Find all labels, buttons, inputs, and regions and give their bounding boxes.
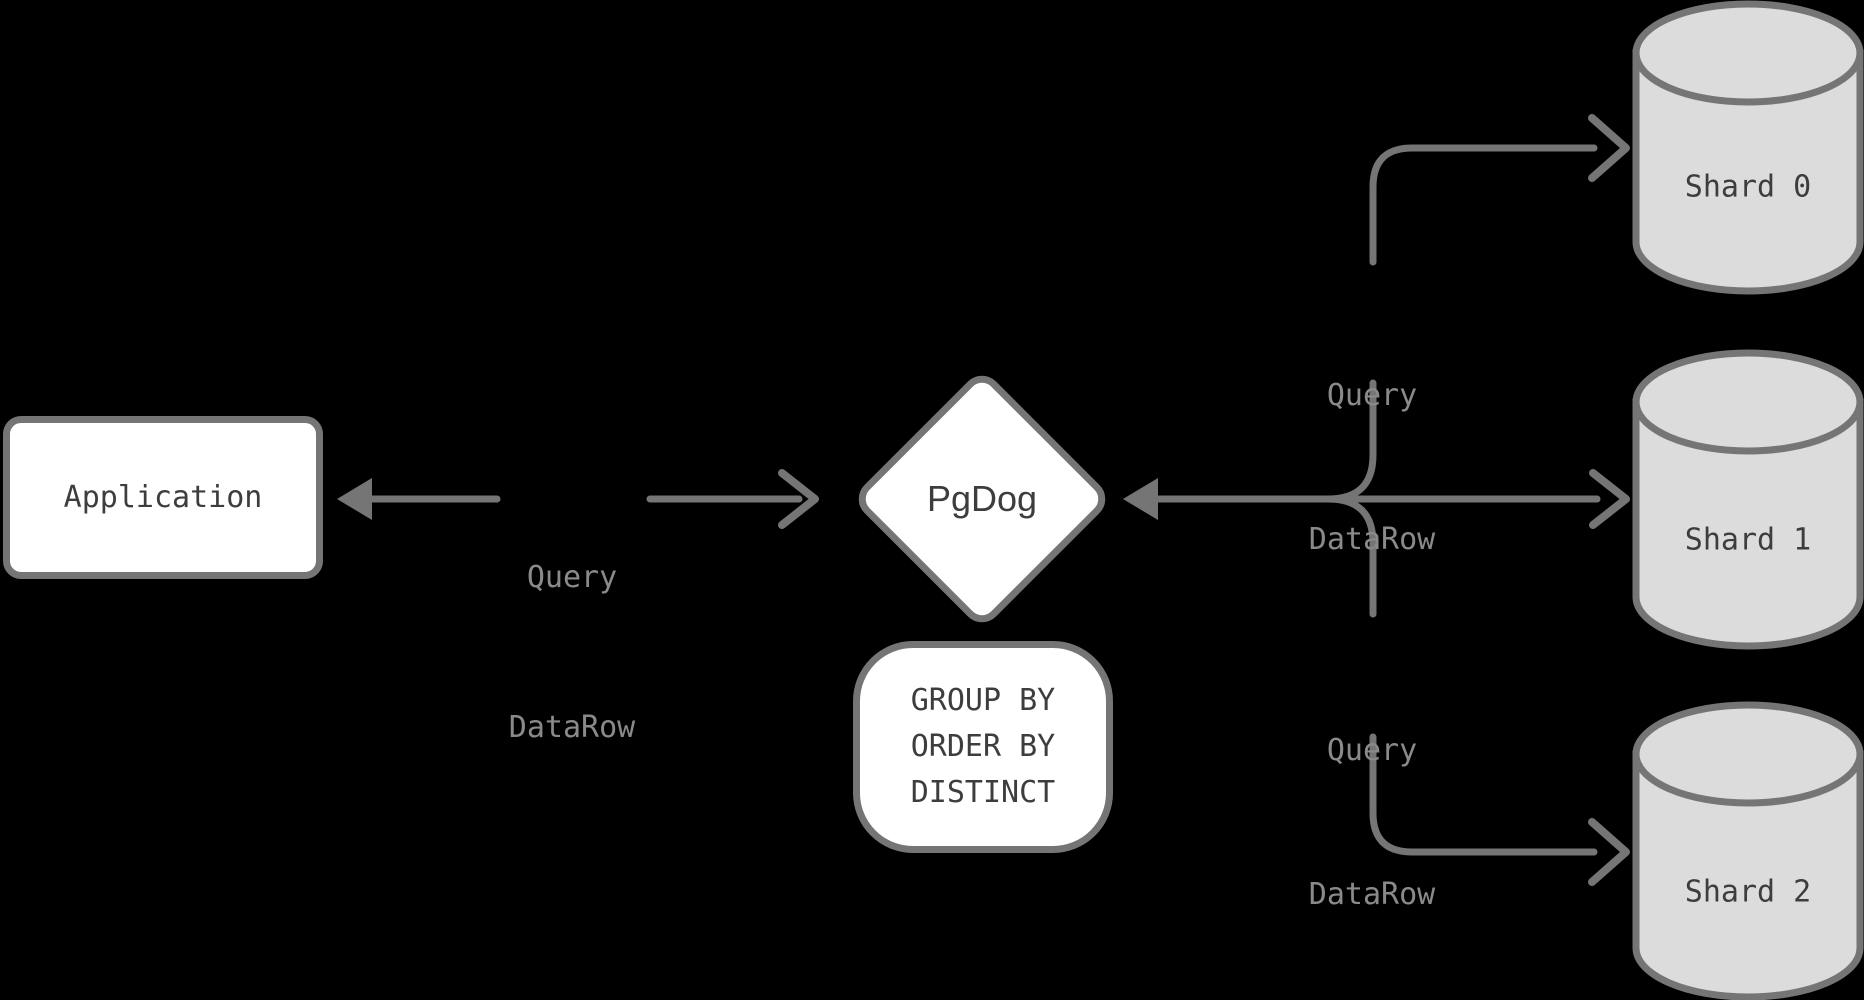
operations-node: GROUP BY ORDER BY DISTINCT (853, 641, 1113, 853)
shard-0-label: Shard 0 (1684, 169, 1812, 205)
shard-1-cylinder-icon (1632, 349, 1864, 650)
edge-label-datarow: DataRow (508, 710, 636, 745)
arrow-to-application-head-icon (337, 478, 372, 520)
edge-label-pgdog-shard2: Query DataRow (1309, 631, 1435, 1000)
arrow-to-shard-0-head-icon (1588, 114, 1630, 182)
operations-line-2: ORDER BY (910, 729, 1056, 764)
pgdog-label: PgDog (926, 477, 1038, 519)
branch-shard-0-upper (1369, 144, 1598, 266)
operations-line-3: DISTINCT (910, 775, 1056, 810)
shard-2-cylinder-icon (1632, 701, 1864, 1000)
shard-1-label: Shard 1 (1684, 522, 1812, 558)
branch-shard-2-merge (1324, 495, 1377, 618)
arrow-to-pgdog-left-head-icon (778, 469, 819, 529)
edge-label-pgdog-shard0: Query DataRow (1309, 276, 1435, 660)
edge-label-application-pgdog: Query DataRow (509, 453, 635, 853)
operations-line-1: GROUP BY (910, 683, 1056, 718)
shard-0-cylinder-icon (1632, 0, 1864, 295)
edge-label-query: Query (1326, 733, 1418, 768)
arrow-to-pgdog-right-head-icon (1123, 478, 1158, 520)
arrow-to-shard-2-head-icon (1588, 818, 1630, 886)
application-label: Application (63, 480, 263, 515)
application-node: Application (3, 416, 323, 579)
arrow-to-shard-1-head-icon (1589, 469, 1630, 529)
edge-label-query: Query (526, 560, 618, 595)
shard-2-label: Shard 2 (1684, 874, 1812, 910)
edge-label-datarow: DataRow (1308, 522, 1436, 557)
edge-label-datarow: DataRow (1308, 877, 1436, 912)
branch-shard-2-lower (1369, 733, 1598, 856)
edge-label-query: Query (1326, 378, 1418, 413)
